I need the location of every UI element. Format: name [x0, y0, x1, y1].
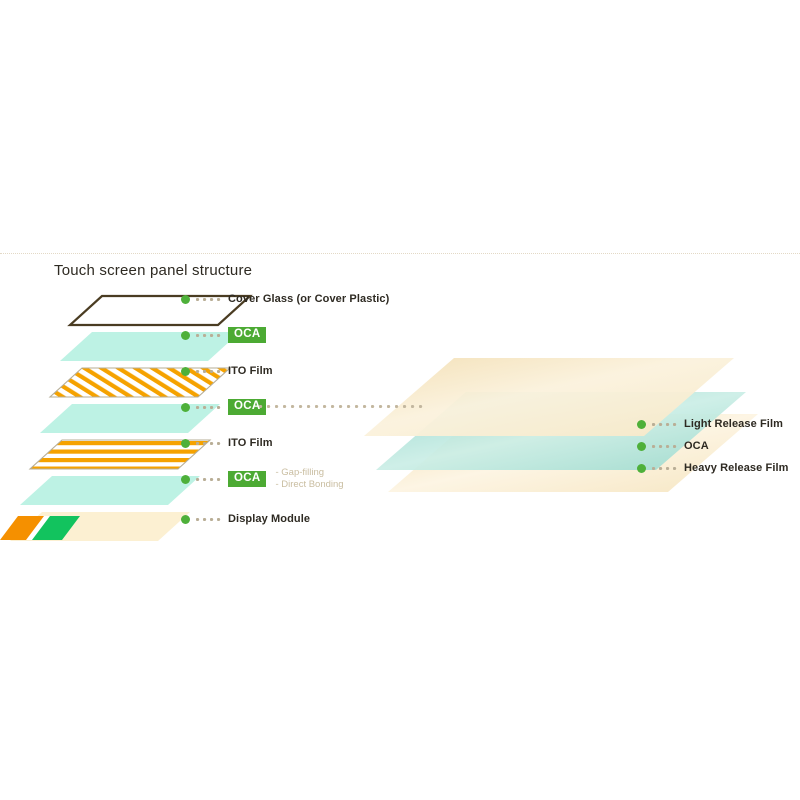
leader-dots-icon	[196, 474, 222, 484]
layer-oca-1	[60, 332, 240, 361]
leader-dots-icon	[196, 402, 222, 412]
bullet-dot-icon	[181, 438, 190, 448]
leader-dots-icon	[196, 366, 222, 376]
page-title: Touch screen panel structure	[54, 262, 253, 279]
label-row-oca-film[interactable]: OCA	[637, 437, 709, 455]
label-light-release-film: Light Release Film	[684, 418, 783, 430]
bullet-dot-icon	[181, 514, 190, 524]
bullet-dot-icon	[637, 463, 646, 473]
bullet-dot-icon	[181, 366, 190, 376]
leader-dots-icon	[196, 438, 222, 448]
note-gap-filling: - Gap-filling	[275, 467, 325, 478]
label-row-heavy-release-film[interactable]: Heavy Release Film	[637, 459, 789, 477]
label-row-ito-film-2[interactable]: ITO Film	[181, 434, 273, 452]
note-direct-bonding: - Direct Bonding	[275, 479, 344, 490]
layer-ito-film-2	[28, 439, 212, 470]
badge-oca-3[interactable]: OCA	[228, 470, 267, 488]
leader-dots-icon	[652, 463, 678, 473]
diagram-graphics	[0, 254, 800, 541]
label-row-cover-glass[interactable]: Cover Glass (or Cover Plastic)	[181, 290, 389, 308]
label-row-oca-3[interactable]: OCA - Gap-filling - Direct Bonding	[181, 467, 344, 491]
bullet-dot-icon	[637, 441, 646, 451]
right-stack	[364, 358, 758, 492]
leader-dots-icon	[196, 294, 222, 304]
layer-oca-2	[40, 404, 220, 433]
leader-dots-icon	[652, 441, 678, 451]
oca-3-notes: - Gap-filling - Direct Bonding	[275, 467, 343, 491]
label-heavy-release-film: Heavy Release Film	[684, 462, 789, 474]
label-row-display-module[interactable]: Display Module	[181, 510, 310, 528]
label-cover-glass: Cover Glass (or Cover Plastic)	[228, 293, 390, 305]
label-row-oca-2[interactable]: OCA	[181, 398, 267, 416]
badge-oca-2[interactable]: OCA	[228, 398, 267, 416]
oca-to-film-stack-connector	[259, 402, 424, 411]
leader-dots-icon	[652, 419, 678, 429]
bullet-dot-icon	[181, 402, 190, 412]
bullet-dot-icon	[181, 474, 190, 484]
label-display-module: Display Module	[228, 513, 311, 525]
label-row-oca-1[interactable]: OCA	[181, 326, 267, 344]
label-ito-film-2: ITO Film	[228, 437, 273, 449]
layer-light-release-film	[364, 358, 734, 436]
bullet-dot-icon	[181, 294, 190, 304]
layer-oca-3	[20, 476, 200, 505]
bullet-dot-icon	[637, 419, 646, 429]
bullet-dot-icon	[181, 330, 190, 340]
label-ito-film-1: ITO Film	[228, 365, 273, 377]
layer-display-module	[0, 512, 190, 541]
leader-dots-icon	[196, 514, 222, 524]
diagram-panel: Touch screen panel structure	[0, 253, 800, 541]
badge-oca-1[interactable]: OCA	[228, 326, 267, 344]
label-row-light-release-film[interactable]: Light Release Film	[637, 415, 783, 433]
leader-dots-icon	[196, 330, 222, 340]
label-oca-film: OCA	[684, 440, 709, 452]
label-row-ito-film-1[interactable]: ITO Film	[181, 362, 273, 380]
